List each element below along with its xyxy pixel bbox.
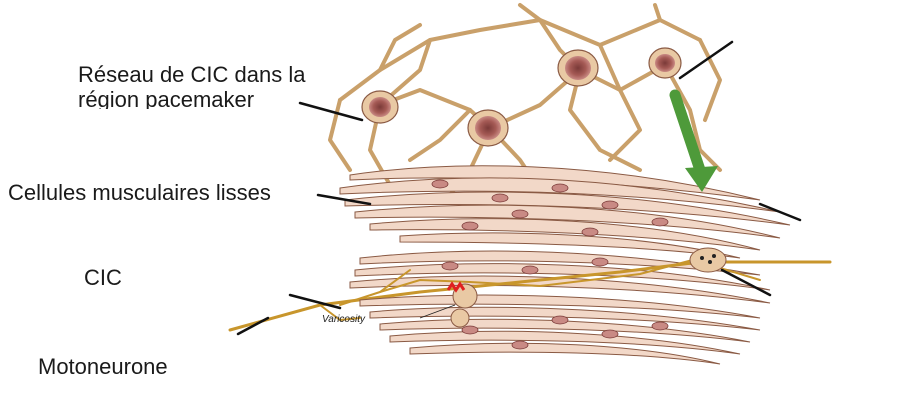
label-reseau-line2: région pacemaker (78, 87, 305, 109)
label-reseau-cic: Réseau de CIC dans la région pacemaker (78, 62, 305, 109)
cic-cell-bodies (362, 48, 681, 146)
label-motoneurone: Motoneurone (38, 354, 168, 379)
cic-body-nerve (690, 248, 726, 272)
label-varicosity: Varicosity (322, 314, 365, 325)
label-cellules-musculaires: Cellules musculaires lisses (8, 180, 271, 205)
smooth-muscle-layer-1 (340, 166, 790, 258)
smooth-muscle-layer-3 (360, 295, 760, 364)
green-arrow (675, 95, 718, 192)
label-reseau-line1: Réseau de CIC dans la (78, 62, 305, 87)
label-cic: CIC (84, 265, 122, 290)
